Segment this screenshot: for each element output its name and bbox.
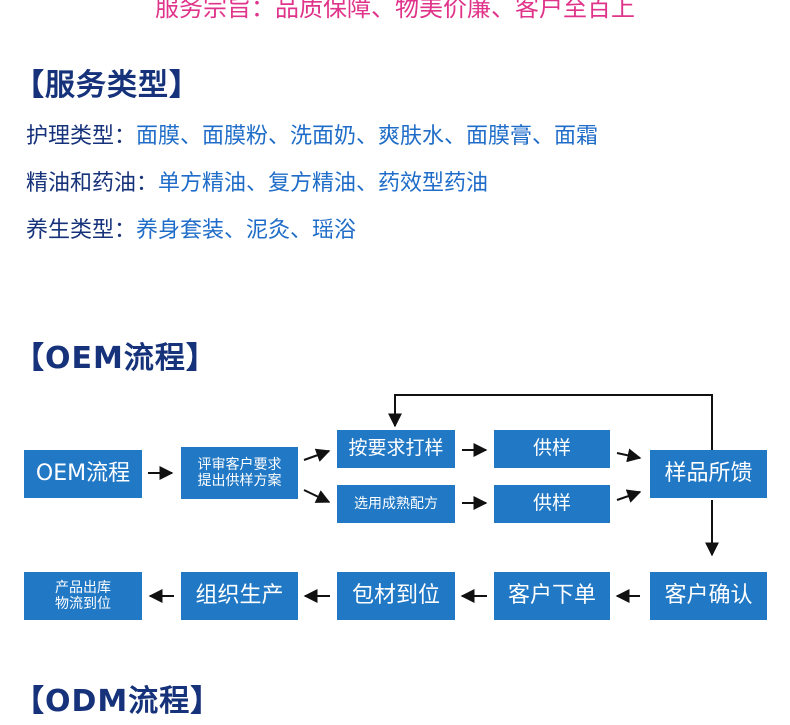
service-value: 单方精油、复方精油、药效型药油 [158,171,489,196]
services-title: 【服务类型】 [14,68,200,103]
step-label-line1: 产品出库 [55,579,111,596]
arrow-review-to-sample [303,448,331,462]
step-review: 评审客户要求 提出供样方案 [181,447,298,499]
arrow-supply-to-feedback [616,448,642,463]
step-label-line2: 提出供样方案 [197,473,282,489]
service-row-oils: 精油和药油：单方精油、复方精油、药效型药油 [26,165,488,197]
step-packaging-materials: 包材到位 [337,572,455,620]
step-label: OEM流程 [35,461,131,487]
step-label: 按要求打样 [348,437,444,460]
step-label-line2: 物流到位 [55,596,111,612]
service-label: 护理类型： [26,124,137,149]
odm-title: 【ODM流程】 [14,684,222,719]
step-sample-feedback: 样品所馈 [650,450,767,498]
step-select-formula: 选用成熟配方 [337,485,455,523]
step-label: 客户确认 [664,583,753,609]
step-label: 组织生产 [195,583,284,609]
step-label: 选用成熟配方 [354,495,438,512]
step-supply-sample-top: 供样 [494,430,610,468]
arrow-supply2-to-feedback [616,489,642,503]
arrow-feedback-loop [388,394,713,450]
step-label-line1: 评审客户要求 [197,456,282,473]
step-organize-production: 组织生产 [181,572,298,620]
step-label: 包材到位 [351,583,440,609]
service-row-wellness: 养生类型：养身套装、泥灸、瑶浴 [26,212,356,244]
step-shipping: 产品出库 物流到位 [24,572,142,620]
oem-title: 【OEM流程】 [14,341,217,376]
tagline: 服务宗旨：品质保障、物美价廉、客户至百上 [155,0,635,22]
step-label: 客户下单 [507,583,596,609]
step-label: 供样 [532,492,571,515]
service-row-care: 护理类型：面膜、面膜粉、洗面奶、爽肤水、面膜膏、面霜 [26,118,598,150]
step-label: 供样 [532,437,571,460]
step-supply-sample-bottom: 供样 [494,485,610,523]
step-customer-order: 客户下单 [494,572,610,620]
service-label: 精油和药油： [26,171,159,196]
service-label: 养生类型： [26,218,137,243]
arrow-review-to-formula [303,489,331,503]
step-customer-confirm: 客户确认 [650,572,767,620]
service-value: 养身套装、泥灸、瑶浴 [136,218,357,243]
step-label: 样品所馈 [664,461,753,487]
service-value: 面膜、面膜粉、洗面奶、爽肤水、面膜膏、面霜 [136,124,599,149]
step-sample-on-request: 按要求打样 [337,430,455,468]
step-oem-start: OEM流程 [24,450,142,498]
